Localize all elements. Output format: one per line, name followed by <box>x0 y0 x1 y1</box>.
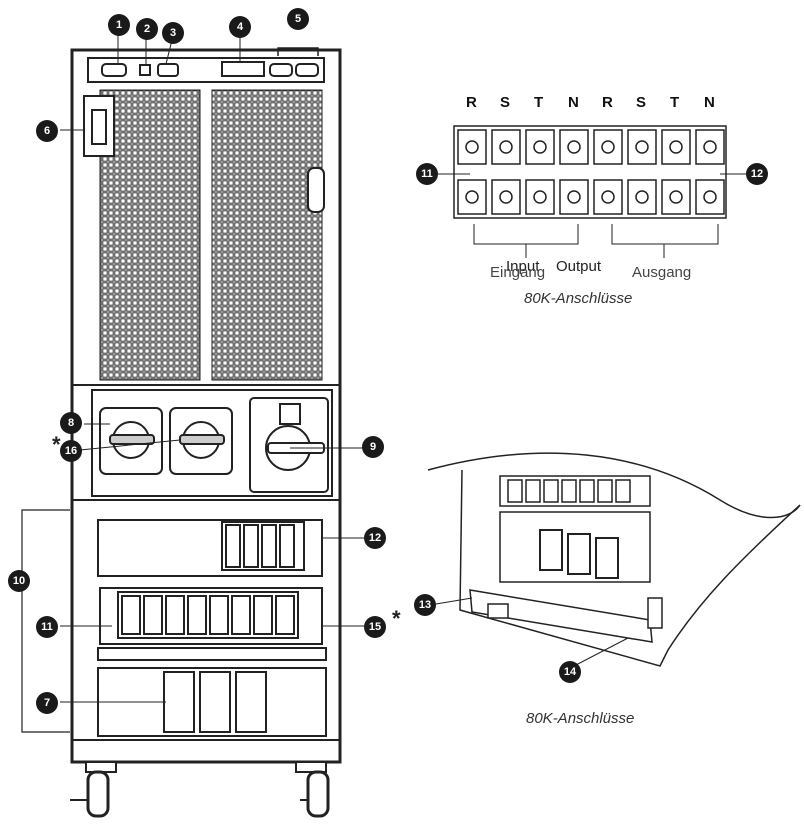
terminal-row-12 <box>97 519 323 577</box>
cabinet-detail-view <box>427 452 801 667</box>
phase-label-7: N <box>704 94 715 111</box>
ups-cabinet <box>70 48 342 818</box>
callout-11-terminal: 11 <box>416 163 438 185</box>
terminal-block-caption: 80K-Anschlüsse <box>524 290 633 307</box>
switch-9-label-plate <box>279 403 301 425</box>
phase-label-1: S <box>500 94 511 111</box>
screw-terminal-icon <box>703 140 717 154</box>
phase-label-4: R <box>602 94 613 111</box>
left-wheel-icon <box>86 770 110 818</box>
asterisk-mark-15: * <box>392 606 401 631</box>
screw-terminal-icon <box>465 190 479 204</box>
callout-5: 5 <box>287 8 309 30</box>
input-label: Input <box>506 258 540 275</box>
callout-15: 15 <box>364 616 386 638</box>
screw-terminal-icon <box>533 140 547 154</box>
port-2-icon <box>139 64 151 76</box>
screw-terminal-icon <box>465 140 479 154</box>
callout-14: 14 <box>559 661 581 683</box>
screw-terminal-icon <box>703 190 717 204</box>
screw-terminal-icon <box>499 140 513 154</box>
screw-terminal-icon <box>669 190 683 204</box>
cabinet-detail-caption: 80K-Anschlüsse <box>526 710 635 727</box>
callout-2: 2 <box>136 18 158 40</box>
terminal-upper-1 <box>491 129 521 165</box>
output-label: Output <box>556 258 602 275</box>
port-5b-icon <box>295 63 319 77</box>
screw-terminal-icon <box>635 140 649 154</box>
breaker-panel <box>91 389 333 497</box>
callout-12-cabinet: 12 <box>364 527 386 549</box>
ausgang-label: Ausgang <box>632 264 692 281</box>
port-4-icon <box>221 61 265 77</box>
screw-terminal-icon <box>533 190 547 204</box>
callout-11-cabinet: 11 <box>36 616 58 638</box>
terminal-block-leaders <box>430 173 752 258</box>
callout-12-terminal: 12 <box>746 163 768 185</box>
callout-10: 10 <box>8 570 30 592</box>
callout-6: 6 <box>36 120 58 142</box>
terminal-lower-5 <box>627 179 657 215</box>
slot-6-panel <box>83 95 115 157</box>
terminal-lower-4 <box>593 179 623 215</box>
phase-label-6: T <box>670 94 680 111</box>
screw-terminal-icon <box>499 190 513 204</box>
callout-8: 8 <box>60 412 82 434</box>
screw-terminal-icon <box>669 140 683 154</box>
bracket-10 <box>21 509 70 733</box>
callout-1: 1 <box>108 14 130 36</box>
right-wheel-icon <box>306 770 330 818</box>
port-5a-icon <box>269 63 293 77</box>
callout-7: 7 <box>36 692 58 714</box>
callout-9: 9 <box>362 436 384 458</box>
terminal-screws-row-11 <box>121 595 295 635</box>
left-vent-grille <box>99 89 201 381</box>
slot-6-inner <box>91 109 107 145</box>
screw-terminal-icon <box>601 140 615 154</box>
port-3-icon <box>157 63 179 77</box>
callout-4: 4 <box>229 16 251 38</box>
screw-terminal-icon <box>567 140 581 154</box>
terminal-block-diagram <box>453 125 727 219</box>
cabinet-leader-lines <box>60 34 364 703</box>
phase-label-0: R <box>466 94 477 111</box>
port-strip <box>87 57 325 83</box>
terminal-lower-3 <box>559 179 589 215</box>
right-vent-grille <box>211 89 323 381</box>
terminal-lower-1 <box>491 179 521 215</box>
phase-label-2: T <box>534 94 544 111</box>
eingang-label: Eingang <box>490 264 546 281</box>
callout-13: 13 <box>414 594 436 616</box>
screw-terminal-icon <box>567 190 581 204</box>
callout-16: 16 <box>60 440 82 462</box>
side-handle <box>307 167 325 213</box>
asterisk-mark-16: * <box>52 432 61 457</box>
callout-3: 3 <box>162 22 184 44</box>
phase-label-5: S <box>636 94 647 111</box>
screw-terminal-icon <box>601 190 615 204</box>
phase-label-3: N <box>568 94 579 111</box>
terminal-row-11 <box>99 587 323 645</box>
screw-terminal-icon <box>635 190 649 204</box>
port-1-icon <box>101 63 127 77</box>
